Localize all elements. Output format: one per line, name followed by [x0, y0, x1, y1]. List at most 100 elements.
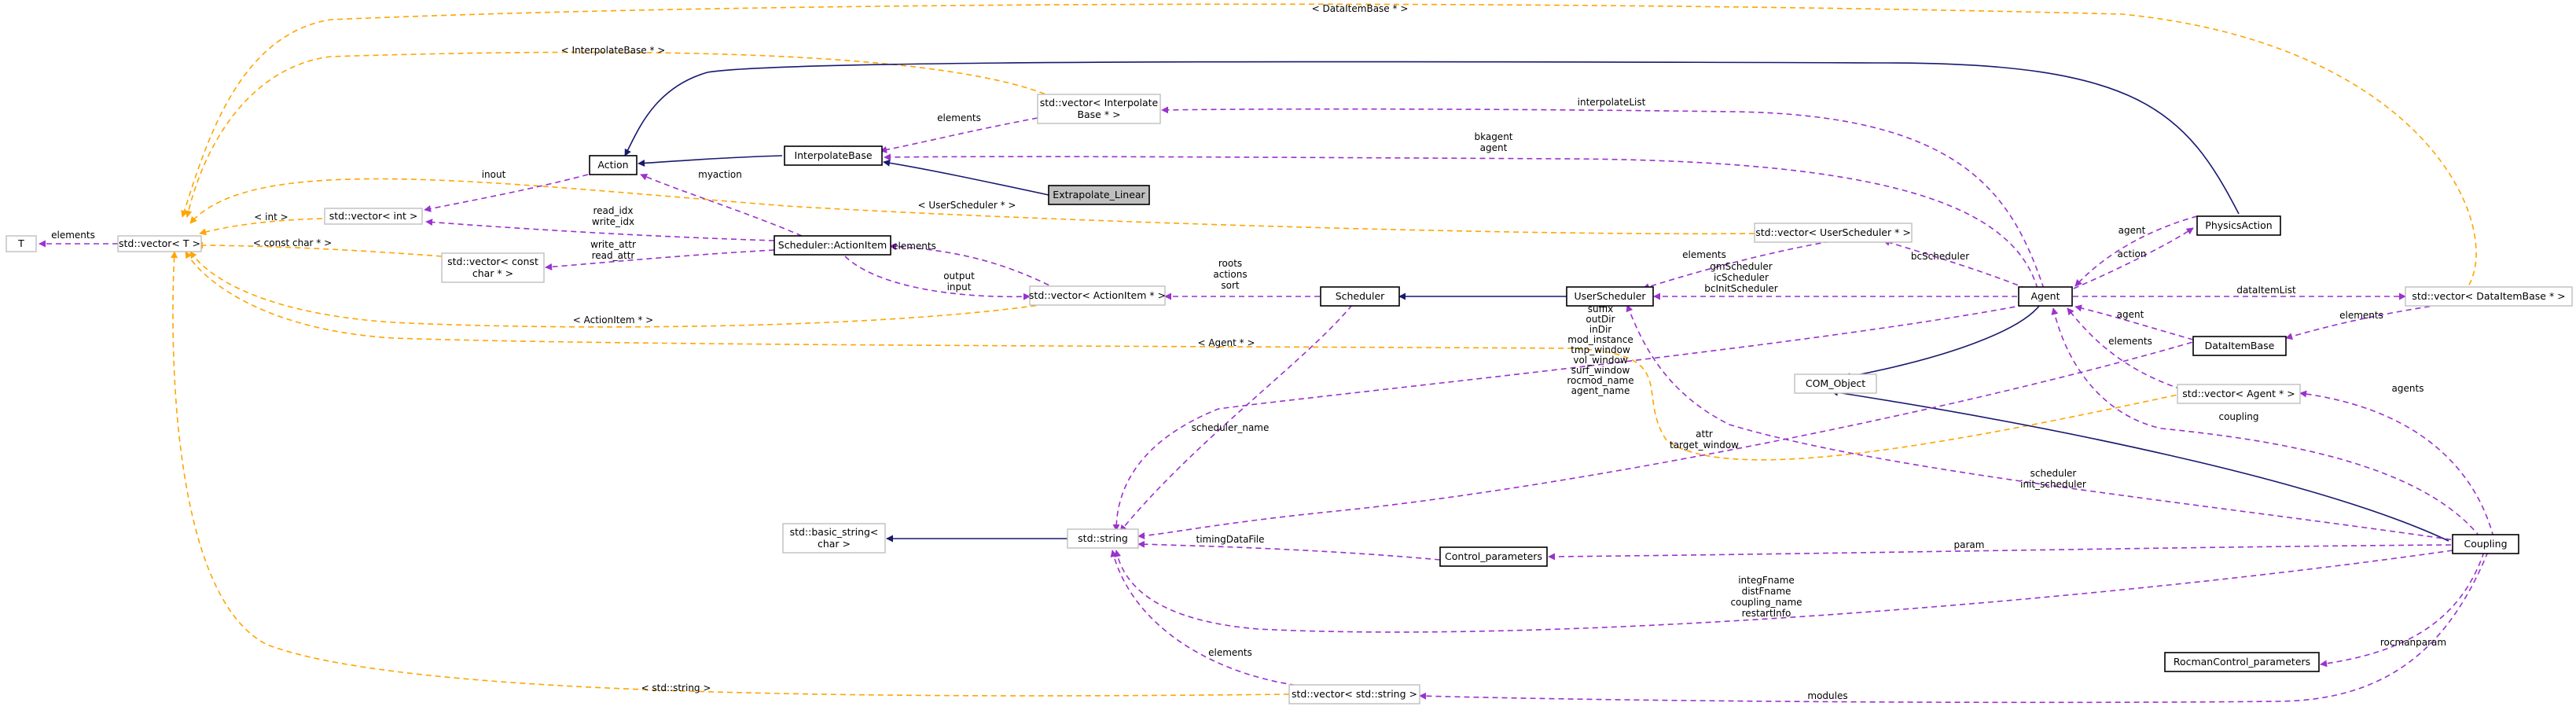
edge-label: icScheduler — [1714, 272, 1769, 283]
edge-usage-inout — [424, 174, 589, 212]
node-scheduler[interactable]: Scheduler — [1320, 286, 1400, 307]
edge-label: surf_window — [1571, 365, 1630, 376]
edge-label: modules — [1807, 690, 1847, 701]
edge-template-interpolate-base — [185, 51, 1086, 218]
node-data-item-base[interactable]: DataItemBase — [2192, 336, 2287, 356]
edge-label: agent — [1480, 142, 1508, 153]
node-vector-data-item-base[interactable]: std::vector< DataItemBase * > — [2405, 286, 2573, 307]
node-vector-T[interactable]: std::vector< T > — [117, 235, 202, 252]
edge-inherit-physics-action — [624, 61, 2240, 215]
edge-label: gmScheduler — [1710, 261, 1772, 272]
node-control-parameters[interactable]: Control_parameters — [1439, 546, 1548, 567]
node-scheduler-action-item[interactable]: Scheduler::ActionItem — [774, 235, 891, 256]
node-std-string[interactable]: std::string — [1067, 528, 1139, 549]
svg-text:Extrapolate_Linear: Extrapolate_Linear — [1053, 189, 1145, 200]
edge-usage-bkagent — [884, 153, 2038, 289]
edge-label: distFname — [1742, 586, 1791, 597]
edge-label: interpolateList — [1578, 97, 1646, 108]
edge-template-data-item-base — [181, 3, 2477, 300]
edge-usage-agent-data-item — [2074, 304, 2194, 340]
node-extrapolate-linear[interactable]: Extrapolate_Linear — [1048, 185, 1150, 205]
edge-label: elements — [2339, 310, 2383, 321]
edge-label: < DataItemBase * > — [1312, 3, 1409, 14]
edge-label: init_scheduler — [2020, 479, 2086, 490]
svg-text:RocmanControl_parameters: RocmanControl_parameters — [2174, 656, 2310, 668]
edge-label: roots — [1218, 258, 1242, 269]
edge-label: outDir — [1586, 314, 1615, 325]
svg-text:char >: char > — [818, 538, 851, 550]
edge-label: elements — [51, 230, 95, 241]
edge-usage-param — [1548, 544, 2452, 561]
edge-usage-elements-interp — [880, 117, 1038, 153]
edge-label: integFname — [1738, 575, 1795, 586]
node-vector-user-scheduler[interactable]: std::vector< UserScheduler * > — [1754, 223, 1913, 243]
edge-label: param — [1954, 539, 1985, 550]
svg-text:Agent: Agent — [2031, 290, 2060, 302]
svg-text:std::vector< DataItemBase * >: std::vector< DataItemBase * > — [2412, 290, 2565, 302]
edge-label: agent_name — [1571, 385, 1630, 396]
edge-usage-read-write-attr — [545, 249, 775, 270]
node-action[interactable]: Action — [589, 155, 638, 175]
edge-label: < std::string > — [641, 682, 711, 693]
node-user-scheduler[interactable]: UserScheduler — [1566, 286, 1654, 307]
node-vector-int[interactable]: std::vector< int > — [324, 208, 423, 225]
svg-text:std::vector< std::string >: std::vector< std::string > — [1292, 688, 1417, 700]
edge-label: write_attr — [590, 239, 636, 250]
node-vector-string[interactable]: std::vector< std::string > — [1288, 684, 1420, 704]
edge-template-int — [199, 218, 323, 236]
edge-label: elements — [2108, 336, 2152, 347]
edge-inherit-coupling-com-object — [1831, 388, 2449, 542]
edge-label: attr — [1696, 429, 1713, 440]
edge-label: target_window — [1670, 440, 1739, 451]
node-basic-string[interactable]: std::basic_string< char > — [782, 523, 886, 554]
node-vector-agent[interactable]: std::vector< Agent * > — [2177, 384, 2301, 404]
edge-label: rocmanparam — [2380, 637, 2446, 648]
svg-text:std::vector< Interpolate: std::vector< Interpolate — [1040, 97, 1159, 109]
node-interpolate-base[interactable]: InterpolateBase — [784, 145, 883, 166]
edge-usage-output-input — [844, 256, 1031, 300]
edge-usage-agent-string — [1112, 304, 2025, 532]
svg-text:DataItemBase: DataItemBase — [2205, 340, 2275, 351]
svg-text:UserScheduler: UserScheduler — [1574, 290, 1646, 302]
edge-label: agent — [2117, 309, 2144, 320]
edge-label: < UserScheduler * > — [918, 200, 1016, 211]
svg-text:Scheduler::ActionItem: Scheduler::ActionItem — [778, 239, 887, 251]
svg-text:Coupling: Coupling — [2464, 538, 2507, 550]
edge-usage-agents — [2299, 390, 2494, 538]
svg-text:COM_Object: COM_Object — [1806, 377, 1865, 389]
node-physics-action[interactable]: PhysicsAction — [2196, 215, 2281, 236]
edge-label: inDir — [1589, 324, 1612, 335]
svg-text:std::vector< T >: std::vector< T > — [119, 237, 200, 249]
svg-text:std::vector< Agent * >: std::vector< Agent * > — [2182, 388, 2295, 399]
edge-label: < const char * > — [253, 237, 332, 248]
svg-text:InterpolateBase: InterpolateBase — [794, 149, 872, 161]
edge-template-string — [171, 251, 1290, 697]
edge-label: restartInfo — [1742, 608, 1791, 619]
edge-usage-integ-fname — [1114, 550, 2453, 633]
svg-text:Base * >: Base * > — [1077, 109, 1120, 120]
edge-usage-interpolate-list — [1161, 106, 2045, 289]
edge-usage-read-write-idx — [425, 219, 775, 241]
edge-label: agents — [2392, 383, 2424, 394]
edge-label: < ActionItem * > — [573, 315, 653, 326]
edge-label: bcScheduler — [1911, 251, 1969, 262]
edge-usage-timing-data-file — [1137, 540, 1441, 561]
edge-usage-elements-data-item — [2285, 303, 2449, 340]
node-vector-interpolate-base[interactable]: std::vector< Interpolate Base * > — [1037, 94, 1161, 124]
node-T[interactable]: T — [6, 235, 37, 252]
edge-label: coupling — [2218, 411, 2258, 422]
node-rocman-control-parameters[interactable]: RocmanControl_parameters — [2164, 652, 2320, 672]
node-vector-const-char[interactable]: std::vector< const char * > — [441, 252, 545, 283]
node-agent[interactable]: Agent — [2018, 286, 2073, 307]
edge-usage-elements-string — [1110, 550, 1306, 687]
node-com-object[interactable]: COM_Object — [1794, 373, 1877, 394]
edge-usage-attr-target-window — [1137, 339, 2202, 539]
node-coupling[interactable]: Coupling — [2452, 534, 2519, 554]
node-vector-action-item[interactable]: std::vector< ActionItem * > — [1029, 285, 1166, 306]
edge-label: output — [943, 270, 975, 281]
edge-label: elements — [892, 241, 936, 252]
edge-usage-physics-agent — [2074, 215, 2198, 287]
edge-template-user-scheduler — [189, 178, 1755, 235]
edge-usage-coupling — [2051, 307, 2481, 538]
